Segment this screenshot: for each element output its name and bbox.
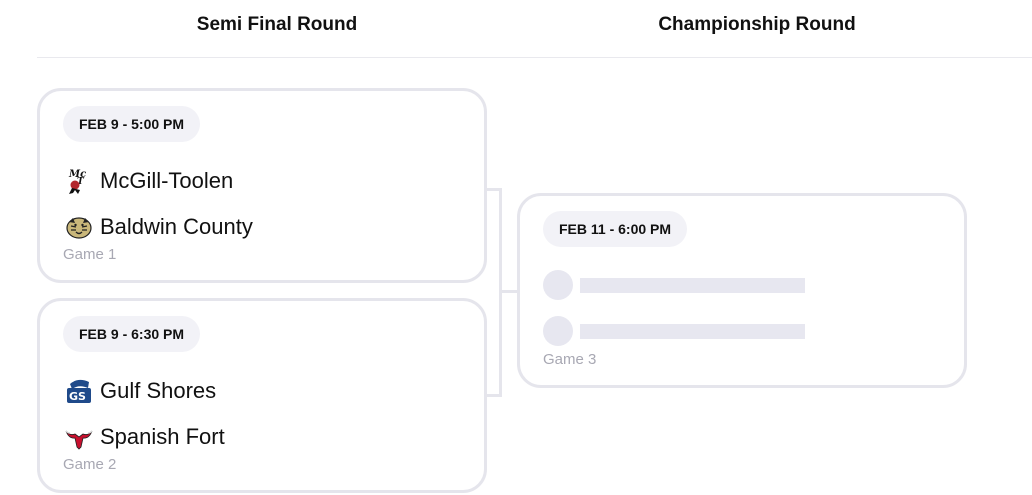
team-row[interactable]: Mc T McGill-Toolen [64,164,233,198]
svg-text:T: T [77,177,85,187]
game-card-2[interactable]: FEB 9 - 6:30 PM GS Gulf Shores Spanish F… [37,298,487,493]
team-logo-placeholder [543,316,573,346]
team-row[interactable]: Spanish Fort [64,420,225,454]
game-date-badge: FEB 11 - 6:00 PM [543,211,688,247]
team-name-placeholder [580,323,805,339]
header-divider [37,57,1032,58]
mcgill-toolen-logo-icon: Mc T [64,166,94,196]
team-logo-placeholder [543,270,573,300]
team-name: Gulf Shores [100,378,217,403]
gulf-shores-logo-icon: GS [64,376,94,406]
svg-text:Mc: Mc [68,169,86,180]
team-name: Spanish Fort [100,424,225,449]
team-placeholder [543,315,805,347]
round-title-semi-final: Semi Final Round [196,14,358,35]
bracket-connector [487,188,501,191]
game-label: Game 1 [63,246,117,263]
bracket-connector [499,290,517,293]
round-title-championship: Championship Round [658,14,856,35]
team-name-placeholder [580,277,805,293]
game-date-badge: FEB 9 - 5:00 PM [63,106,201,142]
game-label: Game 3 [543,351,597,368]
svg-text:GS: GS [69,390,86,403]
spanish-fort-toro-logo-icon [64,422,94,452]
team-row[interactable]: Baldwin County [64,210,253,244]
team-name: Baldwin County [100,214,253,239]
team-placeholder [543,269,805,301]
game-label: Game 2 [63,456,117,473]
team-name: McGill-Toolen [100,168,234,193]
team-row[interactable]: GS Gulf Shores [64,374,216,408]
game-card-3[interactable]: FEB 11 - 6:00 PM Game 3 [517,193,967,388]
game-card-1[interactable]: FEB 9 - 5:00 PM Mc T McGill-Toolen [37,88,487,283]
bracket-connector [487,394,501,397]
game-date-badge: FEB 9 - 6:30 PM [63,316,201,352]
baldwin-county-tiger-logo-icon [64,212,94,242]
